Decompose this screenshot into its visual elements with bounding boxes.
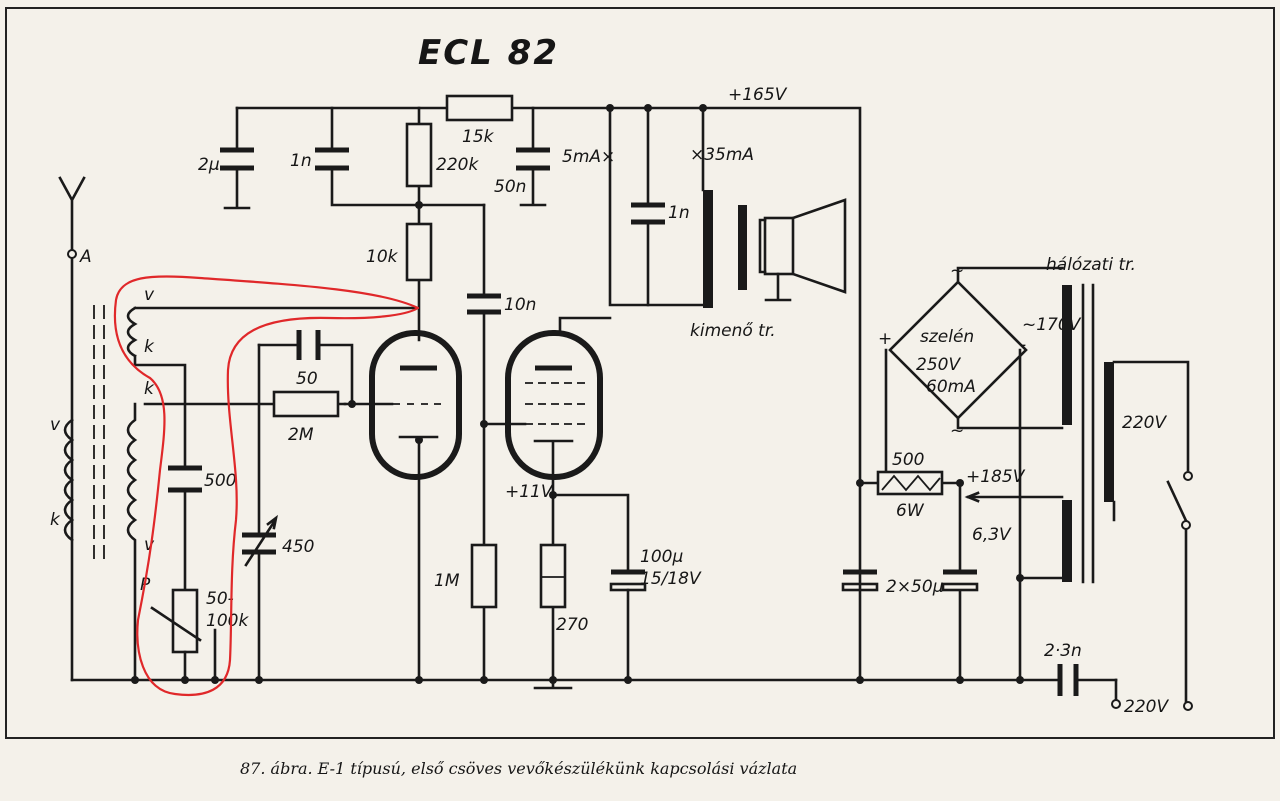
svg-text:6W: 6W [896,501,925,521]
svg-text:A: A [79,247,92,267]
reaction-coil: v k [126,285,420,592]
figure-caption: 87. ábra. E-1 típusú, első csöves vevőké… [240,759,797,778]
svg-text:100k: 100k [206,611,249,631]
svg-text:-: - [1020,335,1026,355]
mains-terminals: 220V [1111,678,1193,717]
rectifier-wiring [876,266,1064,682]
variable-capacitor-450: 450 [242,343,314,682]
capacitor-2-3n: 2·3n [1044,641,1082,696]
resistor-270: 270 [533,493,588,690]
svg-text:+185V: +185V [966,467,1026,487]
mains-switch [1112,360,1193,706]
capacitor-2u: 2μ [198,106,254,210]
heater-supply: 6,3V [964,491,1064,582]
resistor-1m: 1M [434,543,498,609]
svg-text:500: 500 [892,450,924,470]
resistor-10k: 10k [366,222,433,282]
svg-text:100μ: 100μ [640,547,683,567]
figure-frame [5,7,1275,739]
svg-text:szelén: szelén [920,327,974,347]
svg-text:1n: 1n [668,203,690,223]
svg-text:500: 500 [204,471,236,491]
svg-text:1M: 1M [434,571,460,591]
antenna-coil [63,418,75,542]
tuning-coil: k v [126,379,155,682]
svg-text:2·3n: 2·3n [1044,641,1082,661]
pentode-section: +11V [480,316,630,574]
capacitor-50n: 50n 5mA× [494,106,615,207]
svg-text:+: + [878,329,892,349]
ground-rail [70,676,1118,684]
diagram-title: ECL 82 [418,33,559,73]
svg-text:250V: 250V [916,355,961,375]
svg-text:15/18V: 15/18V [640,569,702,589]
svg-text:10n: 10n [504,295,536,315]
svg-text:×35mA: ×35mA [690,145,754,165]
capacitor-10n: 10n [467,203,536,682]
supply-rail: +165V [235,85,862,682]
svg-text:2μ: 2μ [198,155,220,175]
svg-text:450: 450 [282,537,314,557]
svg-text:6,3V: 6,3V [972,525,1012,545]
svg-text:k: k [144,337,155,357]
svg-text:kimenő tr.: kimenő tr. [690,321,776,341]
svg-text:60mA: 60mA [926,377,976,397]
supply-voltage-label: +165V [728,85,788,105]
capacitor-1n-right: 1n [631,106,690,307]
svg-text:k: k [144,379,155,399]
svg-text:5mA×: 5mA× [562,147,615,167]
svg-text:50: 50 [296,369,318,389]
triode-section [343,330,462,682]
svg-text:220k: 220k [436,155,479,175]
resistor-15k: 15k [445,94,514,147]
svg-text:1n: 1n [290,151,312,171]
svg-text:v: v [144,535,155,555]
screen-feed [608,106,705,307]
svg-text:+11V: +11V [505,482,554,502]
ferrite-core [93,305,105,565]
svg-text:2×50μ: 2×50μ [886,577,944,597]
svg-text:270: 270 [556,615,588,635]
capacitor-50: 50 [257,330,354,406]
svg-text:k: k [50,510,61,530]
selenium-rectifier: ~ ~ + - szelén 250V 60mA [878,261,1028,441]
red-annotation-loop [113,275,420,696]
svg-text:v: v [50,415,61,435]
mains-transformer: hálózati tr. 220V [1046,255,1167,584]
svg-text:2M: 2M [288,425,314,445]
svg-text:~: ~ [950,421,964,441]
capacitor-1n-left: 1n [290,106,486,207]
svg-text:220V: 220V [1122,413,1167,433]
capacitor-2x50u: 2×50μ [841,569,979,597]
resistor-500-6w: 500 6W +185V [856,450,1026,682]
resistor-2m: 2M [143,390,347,445]
capacitor-100u: 100μ 15/18V [609,547,702,682]
capacitor-500: 500 [168,465,236,493]
svg-text:v: v [144,285,155,305]
output-transformer: ×35mA kimenő tr. [690,145,776,341]
svg-text:10k: 10k [366,247,399,267]
loudspeaker-icon [758,198,847,302]
svg-text:50n: 50n [494,177,526,197]
svg-text:~170V: ~170V [1022,315,1082,335]
svg-text:50-: 50- [206,589,234,609]
resistor-220k: 220k [405,106,479,342]
svg-text:220V: 220V [1124,697,1169,717]
svg-text:15k: 15k [462,127,495,147]
potentiometer-p: P 50- 100k [140,575,249,682]
svg-text:hálózati tr.: hálózati tr. [1046,255,1136,275]
